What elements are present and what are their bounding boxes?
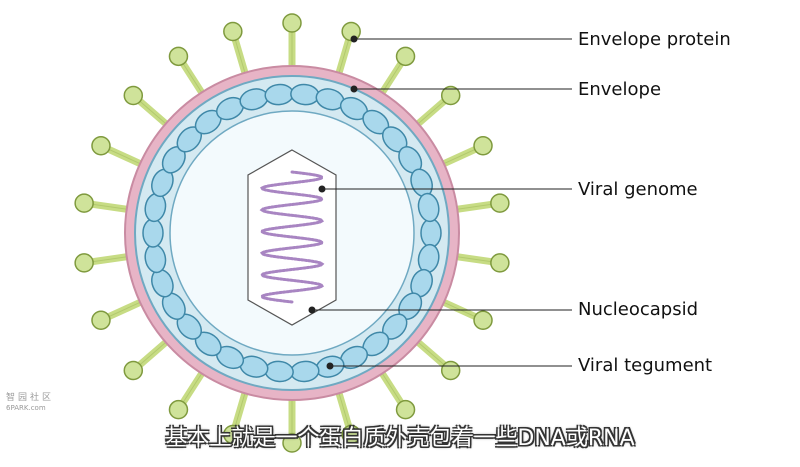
leader-dot-viral-genome <box>318 185 326 193</box>
watermark-cn: 智园社区 <box>6 393 55 403</box>
watermark-en: 6PARK.com <box>6 404 46 412</box>
capsomere <box>420 218 442 248</box>
spike-head <box>282 433 302 453</box>
nucleocapsid-capsomeres <box>142 83 442 383</box>
spike-head <box>74 193 94 213</box>
spike-head <box>223 424 243 445</box>
spike-head <box>282 13 302 33</box>
spike-head <box>490 253 510 273</box>
spike-head <box>123 360 144 381</box>
label-envelope: Envelope <box>578 79 662 100</box>
label-viral-genome: Viral genome <box>578 179 698 200</box>
leader-dot-viral-tegument <box>326 362 334 370</box>
label-viral-tegument: Viral tegument <box>578 355 713 376</box>
spike-head <box>490 193 510 213</box>
viral-genome-strand <box>259 170 325 304</box>
spike-head <box>168 46 189 67</box>
leader-dot-envelope-protein <box>350 35 358 43</box>
capsomere <box>417 192 440 223</box>
spike-head <box>440 85 461 106</box>
spike-head <box>395 46 416 67</box>
spike-head <box>91 136 111 156</box>
label-envelope-protein: Envelope protein <box>578 29 731 50</box>
spike-head <box>223 21 243 42</box>
watermark: 智园社区 6PARK.com <box>6 394 54 412</box>
spike-head <box>473 136 493 156</box>
spike-head <box>91 310 111 330</box>
label-nucleocapsid: Nucleocapsid <box>578 299 699 320</box>
label-leader-lines <box>308 35 572 370</box>
video-subtitle: 基本上就是一个蛋白质外壳包着一些DNA或RNA <box>165 426 635 451</box>
spike-head <box>123 85 144 106</box>
spike-head <box>395 399 416 420</box>
spike-head <box>168 399 189 420</box>
spike-head <box>440 360 461 381</box>
spike-head <box>473 310 493 330</box>
leader-dot-nucleocapsid <box>308 306 316 314</box>
capsomere <box>142 218 164 248</box>
leader-dot-envelope <box>350 85 358 93</box>
spike-head <box>341 424 361 445</box>
spike-head <box>74 253 94 273</box>
